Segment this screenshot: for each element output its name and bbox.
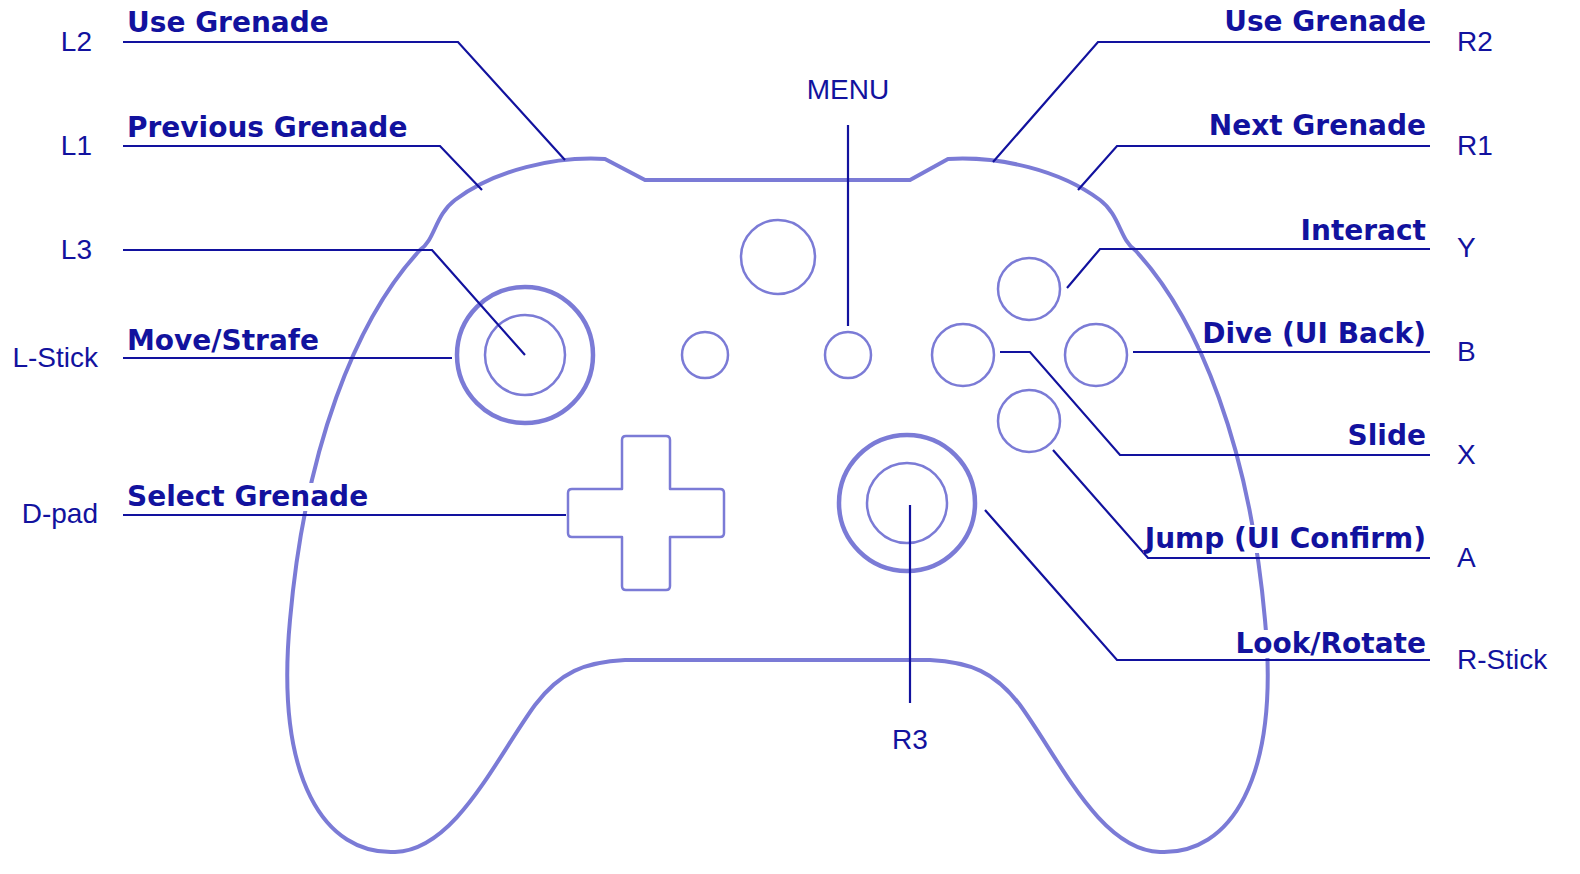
- y-button: [998, 258, 1060, 320]
- leader-lines: [123, 42, 1430, 703]
- button-name: D-pad: [20, 500, 100, 528]
- action-label: Slide: [1346, 422, 1428, 450]
- leader-line: [123, 357, 452, 359]
- action-label: Move/Strafe: [125, 327, 321, 355]
- action-label: Dive (UI Back): [1200, 320, 1428, 348]
- right-stick-inner: [867, 463, 947, 543]
- leader-line: [1053, 450, 1430, 558]
- dpad-cross: [568, 436, 724, 590]
- button-name: L2: [59, 28, 94, 56]
- button-name: R3: [890, 726, 930, 754]
- menu-button: [825, 332, 871, 378]
- leader-line: [909, 505, 911, 703]
- leader-line: [993, 42, 1430, 162]
- action-label: Interact: [1299, 217, 1428, 245]
- leader-line: [1067, 249, 1430, 288]
- button-name: MENU: [805, 76, 891, 104]
- button-name: R2: [1455, 28, 1495, 56]
- action-label: Use Grenade: [1222, 8, 1428, 36]
- button-name: R-Stick: [1455, 646, 1549, 674]
- leader-line: [1000, 352, 1430, 455]
- button-name: Y: [1455, 234, 1478, 262]
- button-name: L1: [59, 132, 94, 160]
- a-button: [998, 390, 1060, 452]
- button-name: L3: [59, 236, 94, 264]
- right-stick-outer: [839, 435, 975, 571]
- controller-outline: [287, 159, 1267, 852]
- controller-body: [287, 159, 1267, 852]
- x-button: [932, 324, 994, 386]
- button-name: A: [1455, 544, 1478, 572]
- view-button: [682, 332, 728, 378]
- leader-line: [847, 125, 849, 326]
- action-label: Jump (UI Confirm): [1143, 525, 1428, 553]
- action-label: Select Grenade: [125, 483, 370, 511]
- action-label: Look/Rotate: [1233, 630, 1428, 658]
- button-name: R1: [1455, 132, 1495, 160]
- action-label: Previous Grenade: [125, 114, 409, 142]
- leader-line: [1133, 351, 1430, 353]
- leader-line: [123, 250, 525, 355]
- button-name: B: [1455, 338, 1478, 366]
- home-button: [741, 220, 815, 294]
- leader-line: [985, 510, 1430, 660]
- leader-line: [123, 42, 565, 160]
- button-name: X: [1455, 441, 1478, 469]
- leader-line: [1078, 146, 1430, 190]
- b-button: [1065, 324, 1127, 386]
- button-name: L-Stick: [10, 344, 100, 372]
- action-label: Use Grenade: [125, 9, 331, 37]
- leader-line: [123, 514, 566, 516]
- action-label: Next Grenade: [1207, 112, 1428, 140]
- leader-line: [123, 146, 482, 190]
